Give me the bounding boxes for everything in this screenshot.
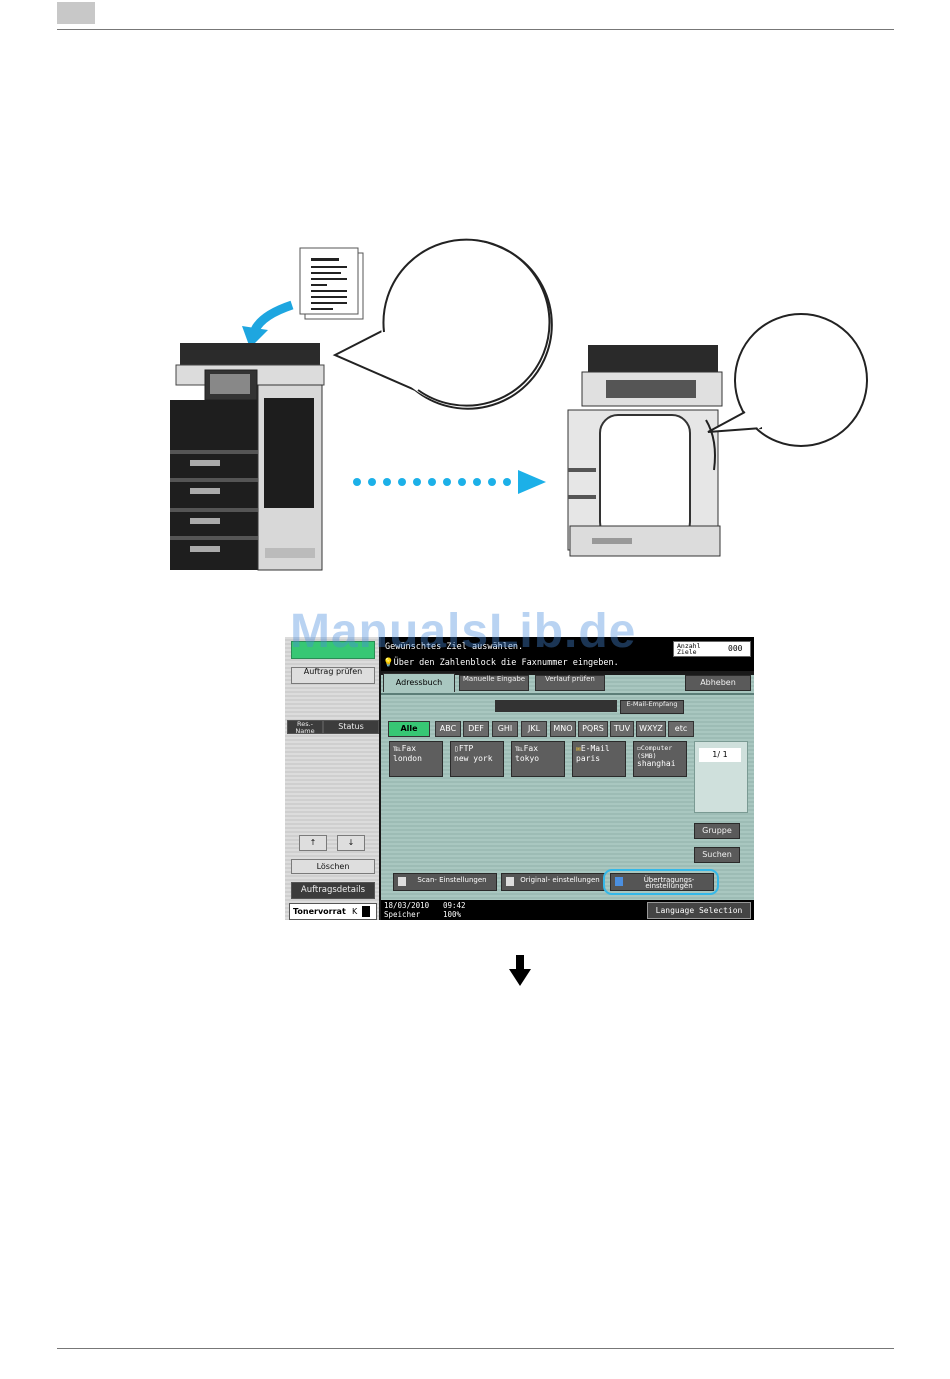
tab-verlauf-pruefen[interactable]: Verlauf prüfen <box>535 675 605 691</box>
lightbulb-icon: 💡 <box>383 658 394 668</box>
ftp-icon: ▯ <box>454 744 459 753</box>
alpha-button-abc[interactable]: ABC <box>435 721 461 737</box>
toner-level-indicator: Tonervorrat K <box>289 903 377 920</box>
footer-rule <box>57 1348 894 1349</box>
destination-london[interactable]: ℡Fax london <box>389 741 443 777</box>
destination-type: Computer (SMB) <box>637 744 673 760</box>
page-panel: 1/ 1 <box>694 741 748 813</box>
alpha-button-etc[interactable]: etc <box>668 721 694 737</box>
language-selection-button[interactable]: Language Selection <box>647 902 751 919</box>
fax-icon: ℡ <box>515 744 524 753</box>
left-job-column: Auftrag prüfen Res.- Name Status ↑ ↓ Lös… <box>285 637 379 920</box>
suchen-button[interactable]: Suchen <box>694 847 740 863</box>
alpha-button-ghi[interactable]: GHI <box>492 721 518 737</box>
header-marker <box>57 2 95 24</box>
header-rule <box>57 29 894 30</box>
message-bar: Gewünschtes Ziel auswählen. 💡Über den Za… <box>381 637 754 671</box>
speicher-value: 100% <box>443 910 462 919</box>
alpha-button-jkl[interactable]: JKL <box>521 721 547 737</box>
toner-label: Tonervorrat <box>293 907 346 916</box>
receiver-speech-bubble <box>734 313 868 447</box>
abheben-button[interactable]: Abheben <box>685 675 751 691</box>
scroll-down-button[interactable]: ↓ <box>337 835 365 851</box>
alpha-button-pqrs[interactable]: PQRS <box>578 721 608 737</box>
down-arrow-icon <box>509 955 531 986</box>
column-header-name: Res.- Name <box>287 720 323 735</box>
scroll-up-button[interactable]: ↑ <box>299 835 327 851</box>
alpha-button-mno[interactable]: MNO <box>550 721 576 737</box>
column-header-status: Status <box>323 720 379 734</box>
main-screen: Gewünschtes Ziel auswählen. 💡Über den Za… <box>381 637 754 920</box>
speicher-label: Speicher <box>384 910 421 919</box>
destination-name: london <box>393 754 422 763</box>
tab-manuelle-eingabe[interactable]: Manuelle Eingabe <box>459 675 529 691</box>
transmission-dotted-arrow <box>353 470 546 494</box>
highlight-ring <box>603 869 719 895</box>
destination-shanghai[interactable]: ▭Computer (SMB) shanghai <box>633 741 687 777</box>
page-counter: 1/ 1 <box>699 748 741 762</box>
tab-divider <box>381 693 754 695</box>
fax-transmission-illustration <box>170 238 868 571</box>
scan-einstellungen-label: Scan- Einstellungen <box>417 876 487 884</box>
alpha-button-def[interactable]: DEF <box>463 721 489 737</box>
auftrag-pruefen-button[interactable]: Auftrag prüfen <box>291 667 375 684</box>
uebertragungs-einstellungen-button[interactable]: Übertragungs- einstellungen <box>610 873 714 891</box>
message-line-2-wrap: 💡Über den Zahlenblock die Faxnummer eing… <box>383 658 619 668</box>
destination-counter: Anzahl Ziele 000 <box>673 641 751 657</box>
destination-new-york[interactable]: ▯FTP new york <box>450 741 504 777</box>
anzahl-value: 000 <box>728 644 743 653</box>
destination-type: Fax <box>523 744 539 753</box>
alpha-button-wxyz[interactable]: WXYZ <box>636 721 666 737</box>
original-einstellungen-label: Original- einstellungen <box>520 876 600 884</box>
computer-icon: ▭ <box>637 744 641 752</box>
alpha-button-alle[interactable]: Alle <box>388 721 430 737</box>
anzahl-label: Anzahl Ziele <box>677 642 701 656</box>
email-empfang-button[interactable]: E-Mail-Empfang <box>620 700 684 714</box>
scan-einstellungen-button[interactable]: Scan- Einstellungen <box>393 873 497 891</box>
auftragsdetails-button[interactable]: Auftragsdetails <box>291 882 375 899</box>
destination-name: tokyo <box>515 754 540 763</box>
time-display: 09:42 <box>443 901 466 910</box>
job-list-button[interactable] <box>291 641 375 659</box>
loeschen-button[interactable]: Löschen <box>291 859 375 874</box>
destination-name: new york <box>454 754 493 763</box>
transmission-settings-icon <box>615 877 623 886</box>
feed-arrow <box>250 300 294 333</box>
date-display: 18/03/2010 <box>384 901 430 910</box>
toner-color-label: K <box>352 907 358 916</box>
alpha-button-tuv[interactable]: TUV <box>610 721 634 737</box>
address-book-area: Adressbuch Manuelle Eingabe Verlauf prüf… <box>381 673 754 900</box>
search-result-field <box>495 700 617 712</box>
destination-type: Fax <box>401 744 417 753</box>
message-line-2: Über den Zahlenblock die Faxnummer einge… <box>393 658 619 668</box>
destination-tokyo[interactable]: ℡Fax tokyo <box>511 741 565 777</box>
sending-mfp-illustration <box>170 343 325 571</box>
destination-paris[interactable]: ✉E-Mail paris <box>572 741 626 777</box>
gruppe-button[interactable]: Gruppe <box>694 823 740 839</box>
toner-bar <box>362 906 370 917</box>
arrow-up-icon: ↑ <box>309 838 317 847</box>
status-bar: 18/03/2010 09:42 Speicher 100% Language … <box>381 900 754 920</box>
scan-settings-icon <box>398 877 406 886</box>
destination-type: E-Mail <box>580 744 610 753</box>
arrow-down-icon: ↓ <box>347 838 355 847</box>
message-line-1: Gewünschtes Ziel auswählen. <box>385 642 524 652</box>
receiving-mfp-illustration <box>567 345 723 557</box>
tab-adressbuch[interactable]: Adressbuch <box>383 673 455 692</box>
uebertragungs-einstellungen-label: Übertragungs- einstellungen <box>643 876 695 890</box>
destination-name: paris <box>576 754 601 763</box>
fax-icon: ℡ <box>393 744 402 753</box>
email-icon: ✉ <box>576 744 581 753</box>
original-document-icon <box>299 247 364 320</box>
destination-name: shanghai <box>637 759 676 768</box>
destination-type: FTP <box>458 744 474 753</box>
original-settings-icon <box>506 877 514 886</box>
control-panel-screen: Auftrag prüfen Res.- Name Status ↑ ↓ Lös… <box>285 637 754 920</box>
original-einstellungen-button[interactable]: Original- einstellungen <box>501 873 605 891</box>
watermark-text: ManualsLib.de <box>290 605 637 658</box>
